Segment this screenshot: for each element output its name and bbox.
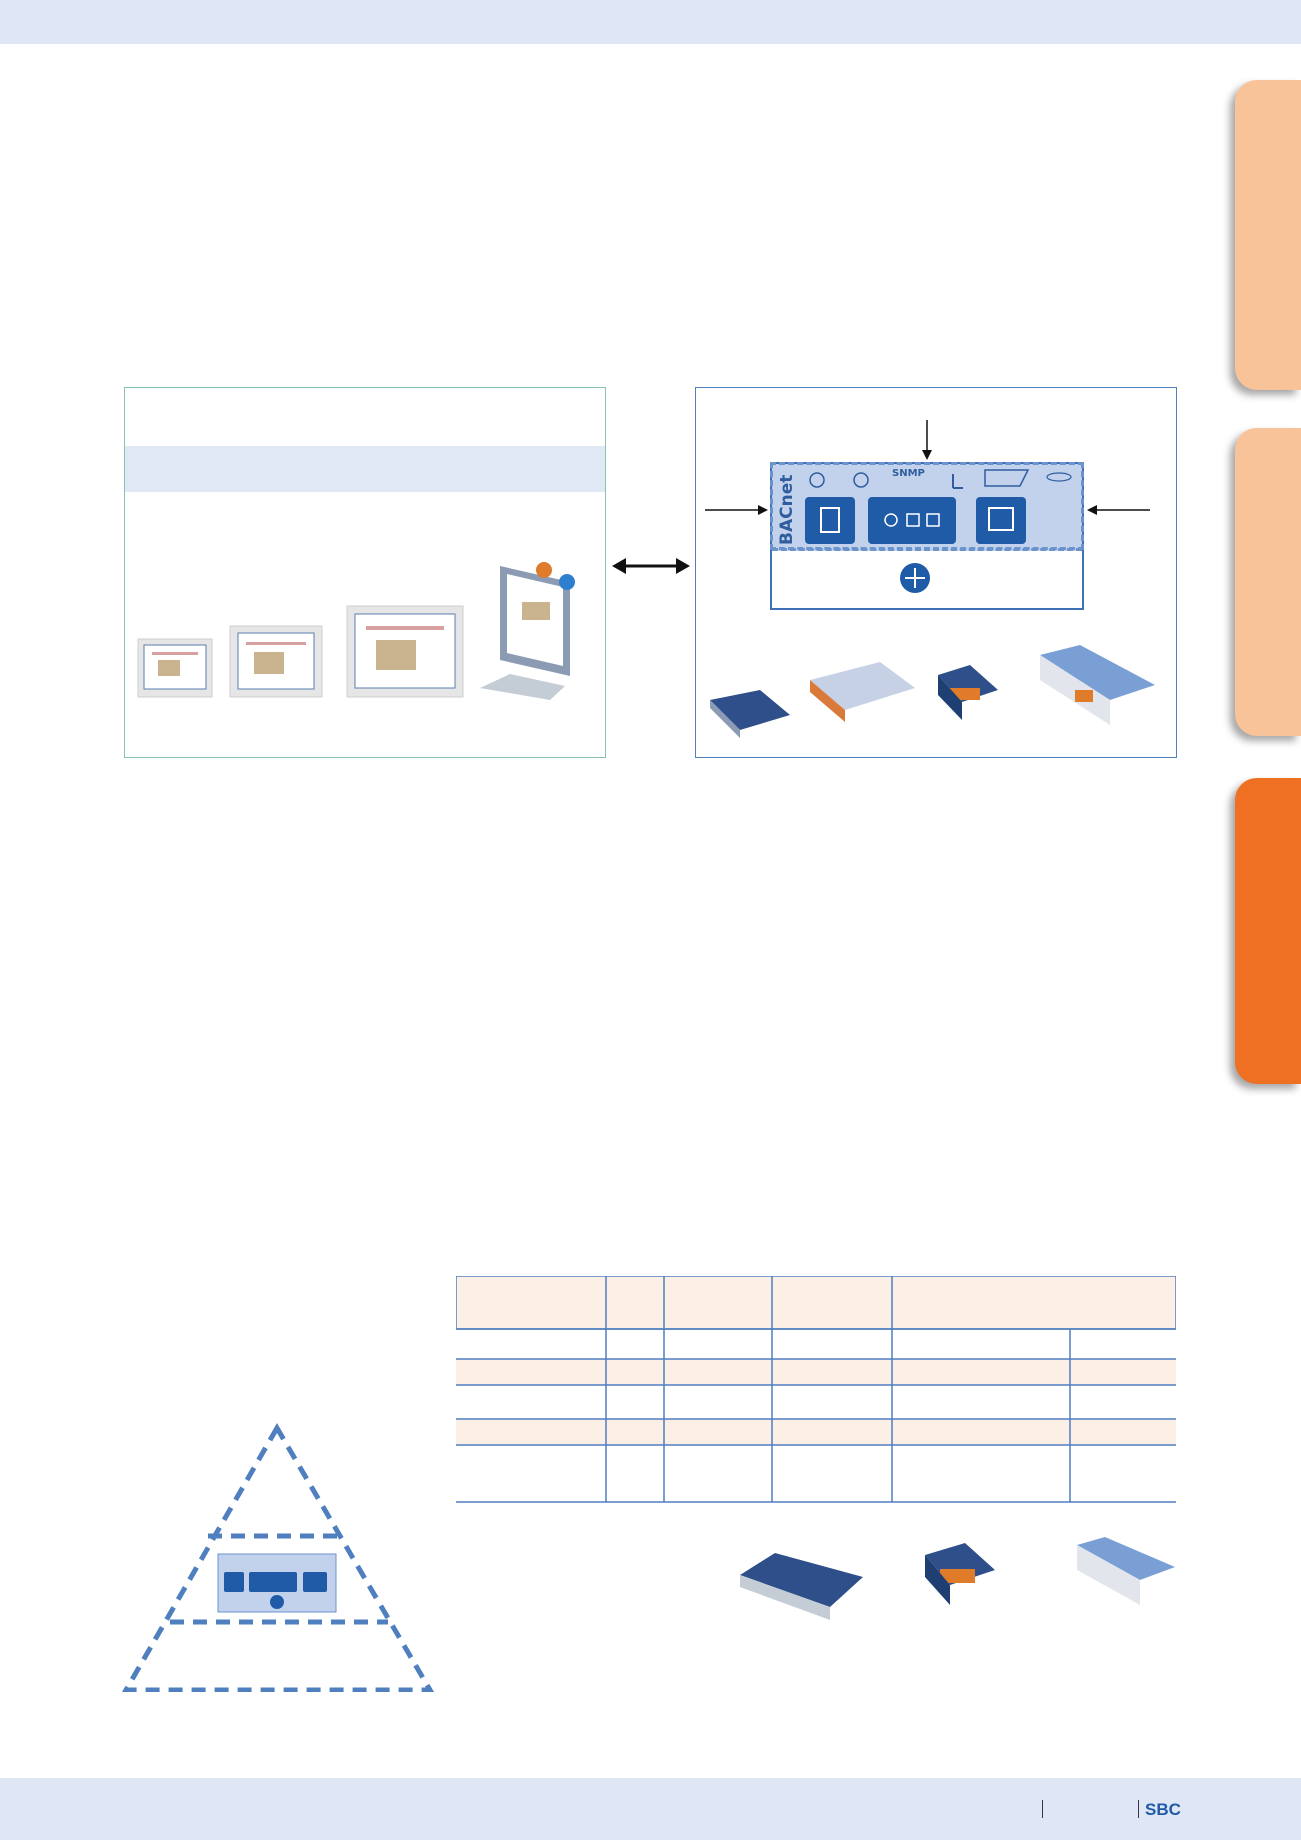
logic-function-icon (224, 1572, 244, 1592)
web-panels-illustration (137, 562, 575, 700)
control-loop-icon (249, 1572, 297, 1592)
sbc-logo: SBC (1145, 1800, 1181, 1819)
product-images (740, 1537, 1175, 1620)
controller-image (925, 1543, 995, 1605)
web-server-icon (809, 472, 825, 488)
controller-products (710, 645, 1155, 738)
browser-icon (559, 574, 575, 590)
move-arrows-icon (270, 1595, 284, 1609)
web-panels-band (125, 446, 605, 492)
table-header-row (456, 1276, 1176, 1330)
controller-image (1077, 1537, 1175, 1605)
controllers-box (695, 387, 1177, 758)
specifications-table (456, 1276, 1176, 1503)
header-band (0, 0, 1301, 44)
snmp-label: SNMP (892, 468, 925, 479)
footer-separator (1138, 1800, 1139, 1818)
protocol-panel-border (770, 462, 1084, 550)
controller-image (710, 690, 790, 738)
control-loop-icon (868, 497, 956, 544)
controller-image (1040, 645, 1155, 725)
large-panel-image (346, 605, 464, 698)
chapter-tab-2[interactable] (1235, 428, 1301, 736)
small-panel-image (137, 638, 213, 698)
footer-separator (1042, 1800, 1043, 1818)
logic-function-icon (805, 497, 855, 544)
visualization-icon (303, 1572, 327, 1592)
bidirectional-arrow-icon (612, 558, 690, 574)
controller-image (938, 665, 998, 720)
controller-image (810, 662, 915, 722)
chapter-tab-active[interactable] (1235, 778, 1301, 1084)
web-panels-box (124, 387, 606, 758)
globe-icon (853, 472, 869, 488)
controller-image (740, 1553, 863, 1620)
visualization-icon (976, 497, 1026, 544)
automation-pyramid-diagram (121, 1423, 435, 1692)
email-icon (984, 469, 1030, 487)
controller-diagram-arrows (705, 420, 1150, 593)
computer-monitor-image (480, 566, 570, 700)
chapter-tab-1[interactable] (1235, 80, 1301, 390)
table-row (456, 1419, 1176, 1445)
medium-panel-image (229, 625, 323, 698)
table-row (456, 1359, 1176, 1385)
browser-icon (536, 562, 552, 578)
lonworks-icon (1046, 472, 1072, 482)
footer-band (0, 1778, 1301, 1840)
